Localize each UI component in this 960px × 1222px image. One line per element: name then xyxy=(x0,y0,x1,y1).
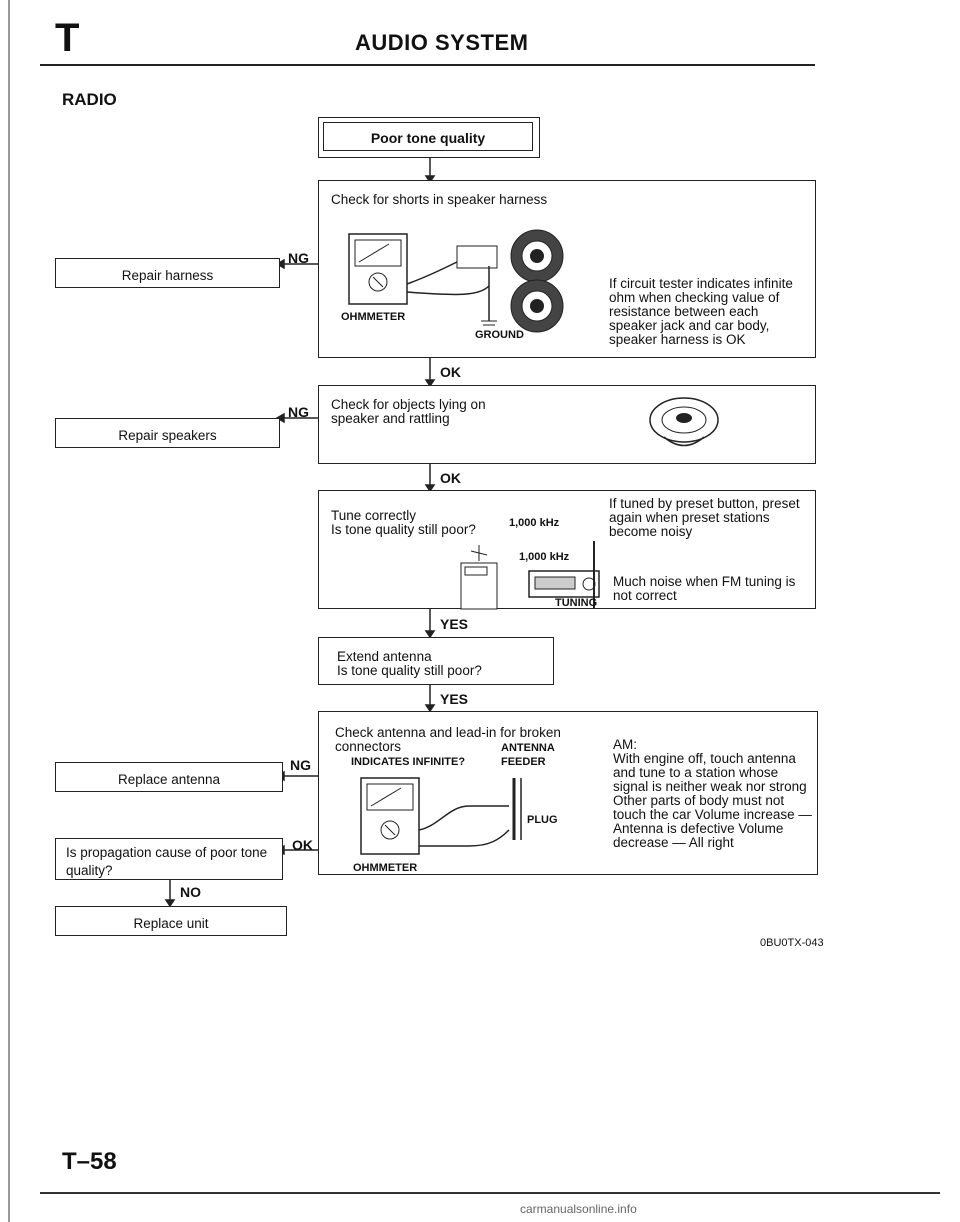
step-tune-correctly: Tune correctly Is tone quality still poo… xyxy=(318,490,816,610)
step-check-objects-on-speaker: Check for objects lying on speaker and r… xyxy=(318,385,816,464)
step4-line2: Is tone quality still poor? xyxy=(337,663,482,678)
action-repair-speakers: Repair speakers xyxy=(55,418,280,448)
freq-label-2: 1,000 kHz xyxy=(519,551,570,563)
speaker-icon xyxy=(649,397,719,447)
label-no: NO xyxy=(180,884,201,900)
tuning-label: TUNING xyxy=(555,597,598,609)
page-number: T–58 xyxy=(62,1148,117,1175)
start-box: Poor tone quality xyxy=(323,122,533,151)
propagation-label: Is propagation cause of poor tone qualit… xyxy=(66,845,268,878)
plug-label: PLUG xyxy=(527,814,558,826)
label-yes-2: YES xyxy=(440,691,469,707)
radio-tuning-illustration xyxy=(460,541,600,610)
label-ng-3: NG xyxy=(290,757,311,773)
am-note: With engine off, touch antenna and tune … xyxy=(613,751,812,850)
step2-text: Check for objects lying on speaker and r… xyxy=(331,397,486,426)
antenna-label-2: FEEDER xyxy=(501,756,546,768)
page-edge xyxy=(8,0,10,1222)
replace-unit-label: Replace unit xyxy=(133,916,209,931)
am-title: AM: xyxy=(613,737,638,752)
label-yes-1: YES xyxy=(440,616,469,632)
step-check-antenna-lead-in: Check antenna and lead-in for broken con… xyxy=(318,711,818,875)
reference-code: 0BU0TX-043 xyxy=(760,937,824,949)
step1-note: If circuit tester indicates infinite ohm… xyxy=(609,276,793,347)
repair-harness-label: Repair harness xyxy=(121,268,214,283)
step5-line1: Check antenna and lead-in for broken xyxy=(335,725,561,740)
watermark: carmanualsonline.info xyxy=(520,1202,637,1216)
label-ok-propagation: OK xyxy=(292,837,313,853)
ohmmeter-label: OHMMETER xyxy=(341,311,406,323)
start-label: Poor tone quality xyxy=(370,130,486,146)
start-box-outer: Poor tone quality xyxy=(318,117,540,158)
page-title: AUDIO SYSTEM xyxy=(355,30,529,55)
section-title: RADIO xyxy=(62,90,117,109)
ohmmeter-antenna-illustration xyxy=(360,777,522,855)
step3-line1: Tune correctly xyxy=(331,508,417,523)
action-replace-antenna: Replace antenna xyxy=(55,762,283,792)
step3-note1: If tuned by preset button, preset again … xyxy=(609,496,800,539)
step-extend-antenna: Extend antenna Is tone quality still poo… xyxy=(318,637,554,685)
decision-propagation: Is propagation cause of poor tone qualit… xyxy=(55,838,283,880)
step1-text: Check for shorts in speaker harness xyxy=(331,192,548,207)
step5-line2: connectors xyxy=(335,739,402,754)
indicates-infinite-label: INDICATES INFINITE? xyxy=(351,756,466,768)
label-ok-2: OK xyxy=(440,470,461,486)
label-ok-1: OK xyxy=(440,364,461,380)
action-repair-harness: Repair harness xyxy=(55,258,280,288)
antenna-label-1: ANTENNA xyxy=(501,742,555,754)
replace-antenna-label: Replace antenna xyxy=(117,772,221,787)
repair-speakers-label: Repair speakers xyxy=(118,428,217,443)
freq-label-1: 1,000 kHz xyxy=(509,517,560,529)
step-check-speaker-harness: Check for shorts in speaker harness OHMM… xyxy=(318,180,816,358)
label-ng-1: NG xyxy=(288,250,309,266)
action-replace-unit: Replace unit xyxy=(55,906,287,936)
ohmmeter-antenna-label: OHMMETER xyxy=(353,862,418,874)
header-rule xyxy=(40,64,815,66)
step4-line1: Extend antenna xyxy=(337,649,432,664)
ohmmeter-speaker-illustration xyxy=(348,229,564,333)
step3-note2: Much noise when FM tuning is not correct xyxy=(613,574,796,603)
label-ng-2: NG xyxy=(288,404,309,420)
ground-label: GROUND xyxy=(475,329,524,341)
section-letter: T xyxy=(55,16,80,60)
step3-line2: Is tone quality still poor? xyxy=(331,522,476,537)
footer-rule xyxy=(40,1192,940,1194)
